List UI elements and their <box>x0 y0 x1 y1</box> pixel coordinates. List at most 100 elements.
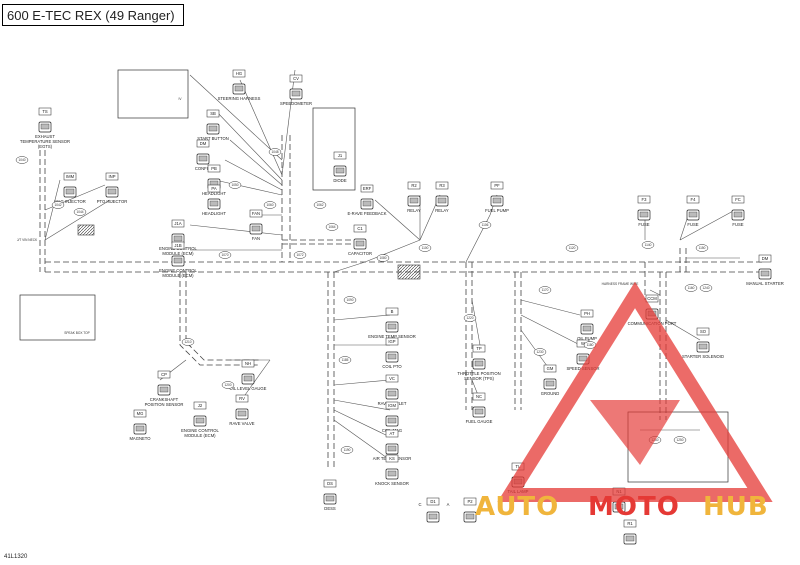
code-tag-box <box>353 224 367 233</box>
wire-number-1044: 1044 <box>73 208 87 216</box>
wire-number-text: 1072 <box>296 253 303 257</box>
component-label: MODULE (ECM) <box>184 433 216 438</box>
connector-pins <box>387 390 397 397</box>
component-label: OIL LEVEL GAUGE <box>230 386 267 391</box>
watermark-logo <box>497 281 773 502</box>
component-label: MANUAL STARTER <box>746 281 784 286</box>
svg-text:HUB: HUB <box>703 492 769 522</box>
wire-number-bubble <box>695 244 709 252</box>
wire-number-text: 1050 <box>231 183 238 187</box>
connector-pins <box>291 90 301 97</box>
wire-number-1090: 1090 <box>343 296 357 304</box>
component-code: AT <box>389 431 394 436</box>
code-tag-box <box>407 181 421 190</box>
component-code: PH <box>584 311 590 316</box>
wire-number-text: 1230 <box>536 350 543 354</box>
wire-number-text: 1042 <box>54 203 61 207</box>
component-code: F4 <box>691 197 697 202</box>
code-tag-box <box>360 184 374 193</box>
code-tag-box <box>696 327 710 336</box>
wire-number-1080: 1080 <box>376 254 390 262</box>
component-code: CP <box>161 372 167 377</box>
component-label: MODULE (ECM) <box>162 251 194 256</box>
component-code: CV <box>293 76 299 81</box>
wire-number-bubble <box>463 314 477 322</box>
wire-number-bubble <box>376 254 390 262</box>
wire-number-bubble <box>51 201 65 209</box>
diode-c-label: C <box>418 502 421 507</box>
component-label: MODULE (ECM) <box>162 273 194 278</box>
wire-number-text: 1100 <box>422 246 429 250</box>
harness-junction <box>77 224 95 236</box>
component-code: R1 <box>627 521 633 526</box>
code-tag-box <box>385 401 399 410</box>
wire-number-text: 1160 <box>688 286 695 290</box>
component-code: PA <box>211 186 216 191</box>
footer-code: 41L1320 <box>4 554 28 560</box>
component-code: R3 <box>439 183 445 188</box>
connector-pins <box>698 343 708 350</box>
wire-number-1185: 1185 <box>338 356 352 364</box>
connector-pins <box>409 197 419 204</box>
wire-number-text: 1250 <box>676 438 683 442</box>
wire-number-1120: 1120 <box>565 244 579 252</box>
component-label: FUEL PUMP <box>485 208 509 213</box>
component-code: J1B <box>174 243 181 248</box>
wire-number-bubble <box>228 181 242 189</box>
wire-number-1200: 1200 <box>221 381 235 389</box>
code-tag-box <box>193 401 207 410</box>
wire-number-bubble <box>699 284 713 292</box>
component-mg: MG MAGNETO <box>129 409 151 441</box>
wire-number-text: 1170 <box>542 288 549 292</box>
wire-number-bubble <box>684 284 698 292</box>
wire-number-1060: 1060 <box>263 201 277 209</box>
component-code: NC <box>476 394 482 399</box>
connector-pins <box>545 380 555 387</box>
component-code: C1 <box>357 226 363 231</box>
component-label: MAGNETO <box>129 436 151 441</box>
code-tag-box <box>206 109 220 118</box>
wire-number-bubble <box>181 338 195 346</box>
connector-pins <box>65 188 75 195</box>
wire-number-bubble <box>673 436 687 444</box>
wire-number-1190: 1190 <box>340 446 354 454</box>
component-code: D1 <box>430 499 436 504</box>
wire-number-text: 1060 <box>266 203 273 207</box>
component-code: J2 <box>198 403 203 408</box>
wire-number-1050: 1050 <box>228 181 242 189</box>
connector-pins <box>492 197 502 204</box>
wire-number-bubble <box>418 244 432 252</box>
wire-number-bubble <box>538 286 552 294</box>
connector-pins <box>208 125 218 132</box>
connector-pins <box>688 211 698 218</box>
code-tag-box <box>686 195 700 204</box>
watermark-text: AUTO MOTO HUB <box>475 492 769 522</box>
connector-pins <box>614 503 624 510</box>
component-label: DESS <box>324 506 336 511</box>
component-label: MAG INJECTOR <box>54 199 86 204</box>
wire-number-bubble <box>565 244 579 252</box>
code-tag-box <box>472 344 486 353</box>
harness-tag: HARNESS FRAME WIRE <box>602 282 639 286</box>
connector-pins <box>173 235 183 242</box>
connector-pins <box>159 386 169 393</box>
code-tag-box <box>249 209 263 218</box>
wire-number-text: 1185 <box>342 358 349 362</box>
component-code: B <box>391 309 394 314</box>
component-code: TL <box>516 464 522 469</box>
wire-number-text: 1064 <box>328 225 335 229</box>
component-label: GROUND <box>541 391 560 396</box>
component-code: MG <box>137 411 144 416</box>
